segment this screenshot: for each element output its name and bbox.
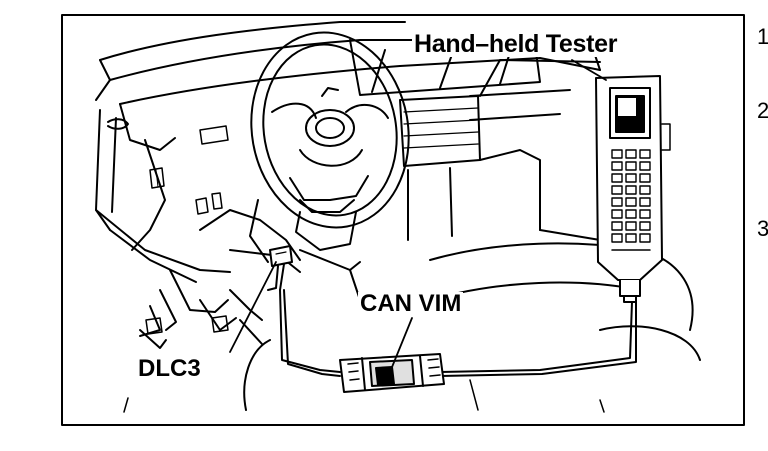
dlc3-connector xyxy=(267,245,293,291)
figure-frame xyxy=(61,14,745,426)
dashboard xyxy=(95,21,601,283)
hand-held-tester xyxy=(595,75,671,303)
can-vim-label: CAN VIM xyxy=(358,290,464,317)
step-marker-3: 3 xyxy=(757,216,768,241)
step-marker-2: 2 xyxy=(757,98,768,123)
steering-wheel xyxy=(249,31,410,263)
hand-held-tester-label: Hand–held Tester xyxy=(412,30,620,58)
dlc3-label: DLC3 xyxy=(136,355,203,382)
can-vim-module xyxy=(339,353,445,393)
leader-lines xyxy=(229,59,607,373)
cables xyxy=(279,289,637,377)
step-marker-1: 1 xyxy=(757,24,768,49)
